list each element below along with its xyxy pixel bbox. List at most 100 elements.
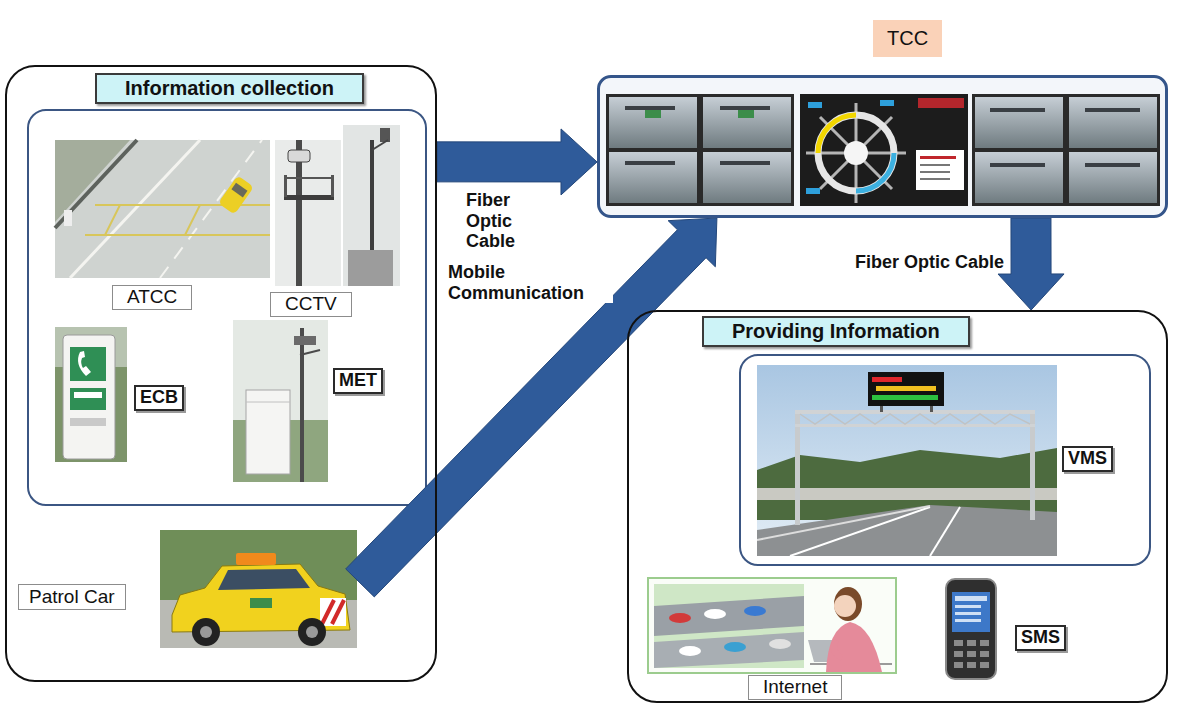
cctv-photo: [284, 195, 334, 200]
met-photo: [246, 402, 290, 403]
phone-icon: [954, 651, 963, 657]
phone-icon: [955, 596, 987, 601]
tcc-video-wall: [990, 163, 1045, 167]
vms-photo: [872, 395, 938, 400]
device-label: ECB: [134, 385, 184, 411]
node-text: CCTV: [285, 294, 337, 315]
tcc-video-wall: [738, 110, 754, 118]
tcc-video-wall: [720, 106, 770, 110]
phone-icon: [946, 579, 996, 679]
vms-photo: [795, 410, 800, 525]
block-arrow: [346, 218, 717, 597]
centre-tag: TCC: [873, 20, 942, 57]
tcc-video-wall: [609, 152, 697, 203]
internet-illustration: [648, 578, 896, 673]
patrol-car-photo: [306, 626, 318, 638]
tcc-video-wall: [600, 78, 1165, 215]
phone-icon: [967, 640, 976, 646]
vms-photo: [868, 372, 944, 406]
tcc-video-wall: [703, 152, 791, 203]
atcc-photo: [185, 205, 200, 235]
tcc-video-wall: [880, 100, 894, 106]
tcc-video-wall: [625, 106, 675, 110]
connector-label: Mobile Communication: [448, 262, 613, 303]
patrol-car-photo: [236, 553, 276, 565]
tcc-video-wall: [990, 108, 1045, 112]
ecb-photo: [70, 347, 106, 381]
met-photo: [300, 328, 304, 482]
cctv-photo: [275, 125, 400, 286]
ecb-photo: [70, 388, 106, 410]
node-text: MET: [339, 370, 377, 392]
vms-photo: [790, 507, 930, 556]
vms-photo: [800, 414, 1030, 424]
vms-photo: [757, 506, 930, 540]
device-label: VMS: [1062, 446, 1113, 472]
tcc-video-wall: [606, 94, 794, 206]
tcc-video-wall: [703, 97, 791, 148]
patrol-car-photo: [160, 530, 357, 648]
device-label: Internet: [748, 675, 842, 700]
patrol-car-photo: [160, 530, 357, 648]
collection-frame: [28, 110, 426, 505]
ecb-photo: [55, 327, 127, 462]
phone-icon: [954, 662, 963, 668]
node-text: ECB: [140, 387, 178, 409]
phone-icon: [952, 592, 990, 632]
connector-label: Fiber Optic Cable: [790, 252, 1004, 273]
tcc-video-wall: [844, 141, 868, 165]
phone-icon: [955, 605, 981, 608]
atcc-photo: [231, 183, 247, 198]
tcc-video-wall: [920, 156, 956, 159]
cctv-photo: [372, 140, 388, 150]
internet-illustration: [654, 584, 804, 668]
tcc-video-wall: [975, 152, 1063, 203]
atcc-photo: [105, 205, 120, 235]
block-arrow: [437, 129, 597, 195]
vms-frame: [740, 355, 1150, 565]
group-panel: Information collectionATCCCCTVECBMETPatr…: [5, 65, 437, 682]
tcc-video-wall: [818, 115, 894, 191]
tcc-video-wall: [720, 161, 770, 165]
atcc-photo: [55, 140, 137, 228]
vms-photo: [757, 505, 1057, 556]
internet-illustration: [704, 609, 726, 619]
vms-photo: [876, 386, 936, 391]
internet-illustration: [834, 595, 856, 617]
tcc-video-wall: [645, 110, 661, 118]
vms-photo: [795, 424, 1035, 427]
tcc-video-wall: [972, 94, 1160, 206]
internet-illustration: [654, 596, 804, 636]
patrol-car-photo: [320, 598, 346, 626]
atcc-photo: [85, 234, 270, 236]
met-photo: [246, 390, 290, 474]
tcc-video-wall: [975, 97, 1063, 148]
tcc-video-wall: [920, 178, 950, 180]
internet-illustration: [826, 622, 882, 672]
phone-icon: [946, 579, 996, 679]
ecb-photo: [74, 392, 102, 398]
phone-icon: [980, 651, 989, 657]
phone-icon: [967, 662, 976, 668]
vms-photo: [757, 488, 1057, 500]
control-centre: TCC: [597, 75, 1168, 218]
internet-illustration: [834, 640, 842, 658]
tcc-video-wall: [1085, 163, 1140, 167]
cctv-photo: [288, 150, 310, 162]
cctv-photo: [348, 250, 393, 286]
tcc-video-wall: [808, 102, 822, 108]
tcc-video-wall: [916, 150, 964, 190]
connector-label: Fiber Optic Cable: [466, 190, 546, 252]
phone-icon: [954, 640, 963, 646]
tcc-video-wall: [1069, 97, 1157, 148]
atcc-photo: [160, 140, 262, 278]
ecb-photo: [70, 418, 106, 426]
internet-illustration: [769, 639, 791, 649]
phone-icon: [955, 619, 981, 622]
atcc-photo: [55, 140, 270, 278]
tcc-video-wall: [918, 98, 964, 108]
tcc-video-wall: [1069, 152, 1157, 203]
internet-illustration: [654, 632, 804, 668]
